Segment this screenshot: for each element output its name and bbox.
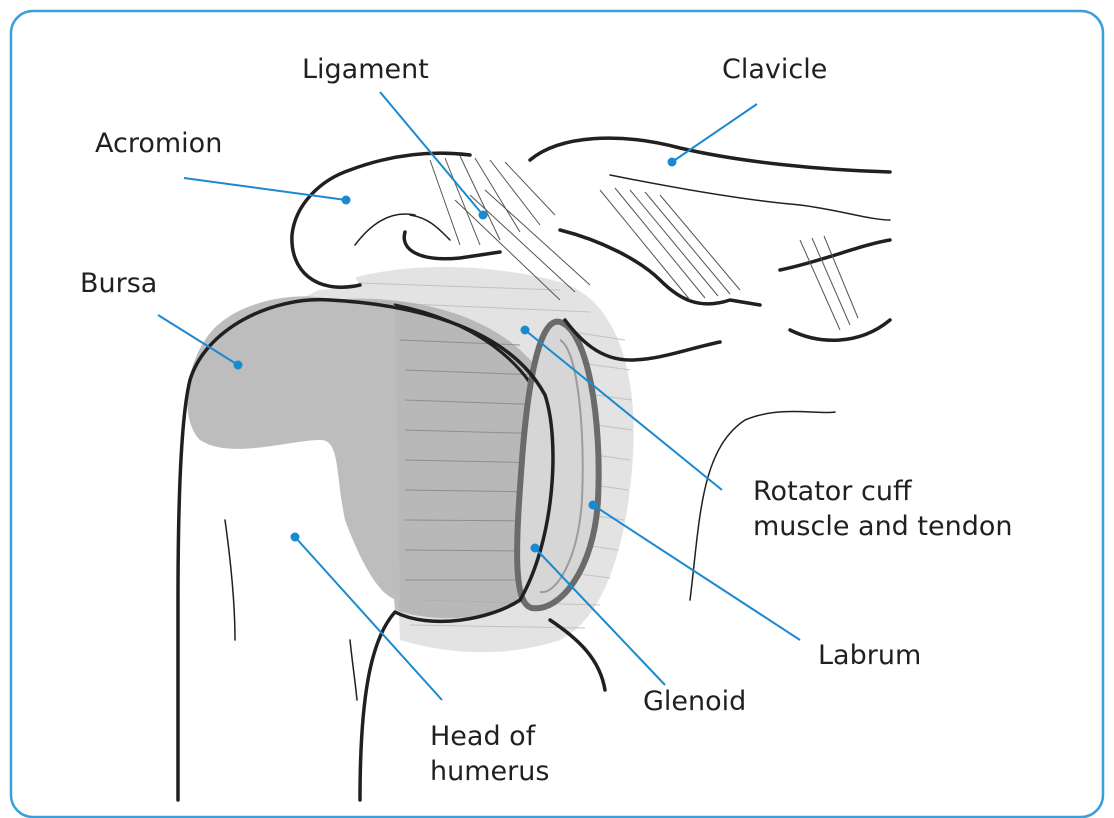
label-labrum: Labrum (818, 640, 921, 671)
label-rotator-cuff-line1: Rotator cuff (753, 476, 913, 507)
leader-ligament-dot (479, 211, 488, 220)
leader-rotator-cuff-dot (521, 326, 530, 335)
leader-clavicle-dot (668, 158, 677, 167)
label-bursa: Bursa (80, 268, 157, 299)
label-acromion: Acromion (95, 128, 222, 159)
leader-head-of-humerus-dot (291, 533, 300, 542)
label-rotator-cuff-line2: muscle and tendon (753, 511, 1012, 542)
leader-glenoid-dot (531, 544, 540, 553)
label-head-of-humerus-line1: Head of (430, 721, 537, 752)
bursa-shape (187, 296, 400, 600)
label-head-of-humerus-line2: humerus (430, 756, 549, 787)
leader-bursa-dot (234, 361, 243, 370)
label-ligament: Ligament (302, 54, 429, 85)
leader-labrum-dot (589, 501, 598, 510)
label-glenoid: Glenoid (643, 686, 746, 717)
leader-acromion-dot (342, 196, 351, 205)
label-clavicle: Clavicle (722, 54, 827, 85)
